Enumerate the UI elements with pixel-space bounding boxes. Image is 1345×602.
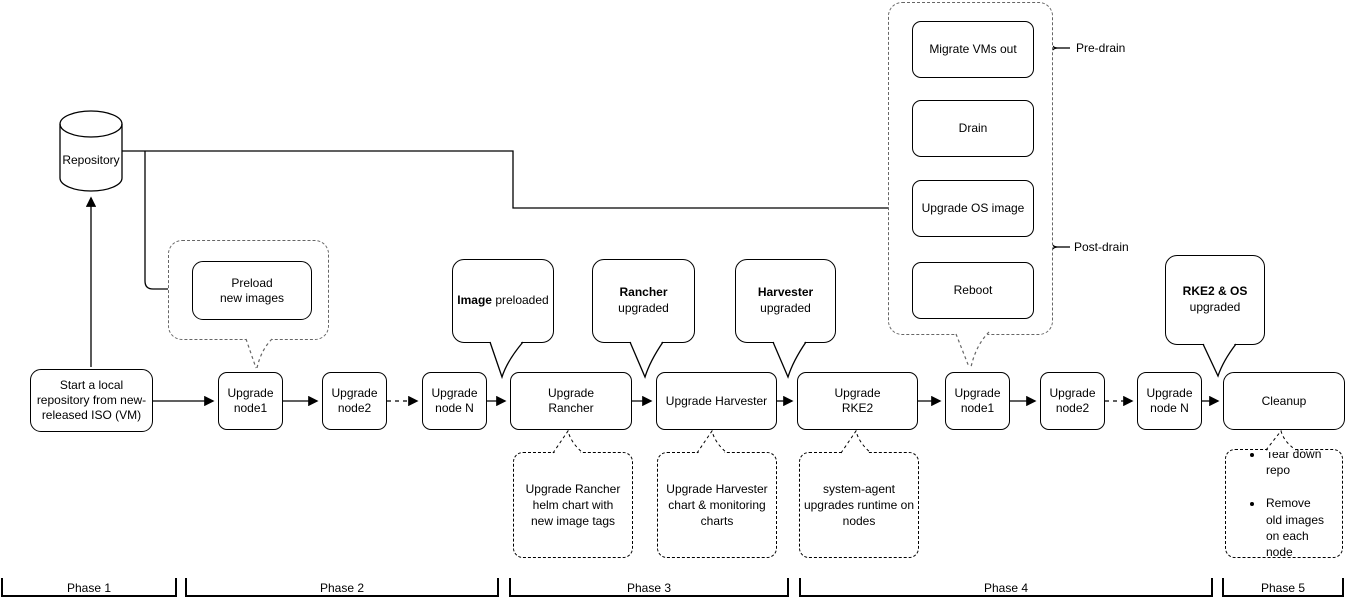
- migrate-vms-out-box: Migrate VMs out: [912, 21, 1034, 78]
- phase-4-label: Phase 4: [983, 581, 1029, 595]
- repository-label: Repository: [62, 153, 120, 167]
- phase-3-label: Phase 3: [626, 581, 672, 595]
- rke2-os-upgraded-title: RKE2 & OS: [1182, 284, 1248, 299]
- line-repository-to-os: [122, 150, 907, 214]
- drain-box: Drain: [912, 100, 1034, 157]
- upgrade-rke2-box: Upgrade RKE2: [797, 372, 918, 430]
- upgrade-rancher-box: Upgrade Rancher: [510, 372, 632, 430]
- phase-1-label: Phase 1: [66, 581, 112, 595]
- pre-drain-label: Pre-drain: [1076, 41, 1126, 55]
- start-repository-box: Start a local repository from new- relea…: [30, 369, 153, 432]
- upgrade-node2-first-box: Upgrade node2: [322, 372, 387, 430]
- preload-images-box: Preload new images: [192, 261, 312, 320]
- upgrade-node1-first-box: Upgrade node1: [218, 372, 283, 430]
- upgrade-node2-second-box: Upgrade node2: [1040, 372, 1105, 430]
- image-preloaded-bubble: Image preloaded: [452, 259, 554, 343]
- rke2-os-upgraded-bubble: RKE2 & OS upgraded: [1165, 255, 1265, 345]
- rancher-upgraded-sub: upgraded: [618, 301, 669, 315]
- rancher-upgraded-title: Rancher: [619, 285, 668, 300]
- harvester-note: Upgrade Harvester chart & monitoring cha…: [657, 452, 777, 558]
- harvester-upgraded-bubble: Harvester upgraded: [735, 259, 836, 343]
- rancher-upgraded-bubble: Rancher upgraded: [592, 259, 695, 343]
- phase-2-label: Phase 2: [319, 581, 365, 595]
- cleanup-box: Cleanup: [1223, 372, 1345, 430]
- rke2-os-upgraded-sub: upgraded: [1189, 300, 1241, 314]
- upgrade-nodeN-second-box: Upgrade node N: [1137, 372, 1202, 430]
- harvester-upgraded-sub: upgraded: [760, 301, 811, 315]
- cleanup-note-item: Tear down repo: [1264, 446, 1330, 479]
- image-preloaded-text: Image preloaded: [457, 293, 549, 308]
- reboot-box: Reboot: [912, 262, 1034, 319]
- cleanup-note-item: Remove old images on each node: [1264, 495, 1330, 561]
- upgrade-os-image-box: Upgrade OS image: [912, 180, 1034, 237]
- harvester-upgraded-title: Harvester: [757, 285, 814, 300]
- rke2-note: system-agent upgrades runtime on nodes: [799, 452, 919, 558]
- rancher-note: Upgrade Rancher helm chart with new imag…: [513, 452, 633, 558]
- repository-cylinder: [59, 110, 123, 192]
- upgrade-nodeN-first-box: Upgrade node N: [422, 372, 487, 430]
- cleanup-note-list: Tear down repo Remove old images on each…: [1238, 430, 1330, 578]
- post-drain-label: Post-drain: [1074, 240, 1129, 254]
- upgrade-harvester-box: Upgrade Harvester: [656, 372, 777, 430]
- cleanup-note: Tear down repo Remove old images on each…: [1225, 447, 1343, 559]
- upgrade-node1-second-box: Upgrade node1: [945, 372, 1010, 430]
- phase-5-label: Phase 5: [1260, 581, 1306, 595]
